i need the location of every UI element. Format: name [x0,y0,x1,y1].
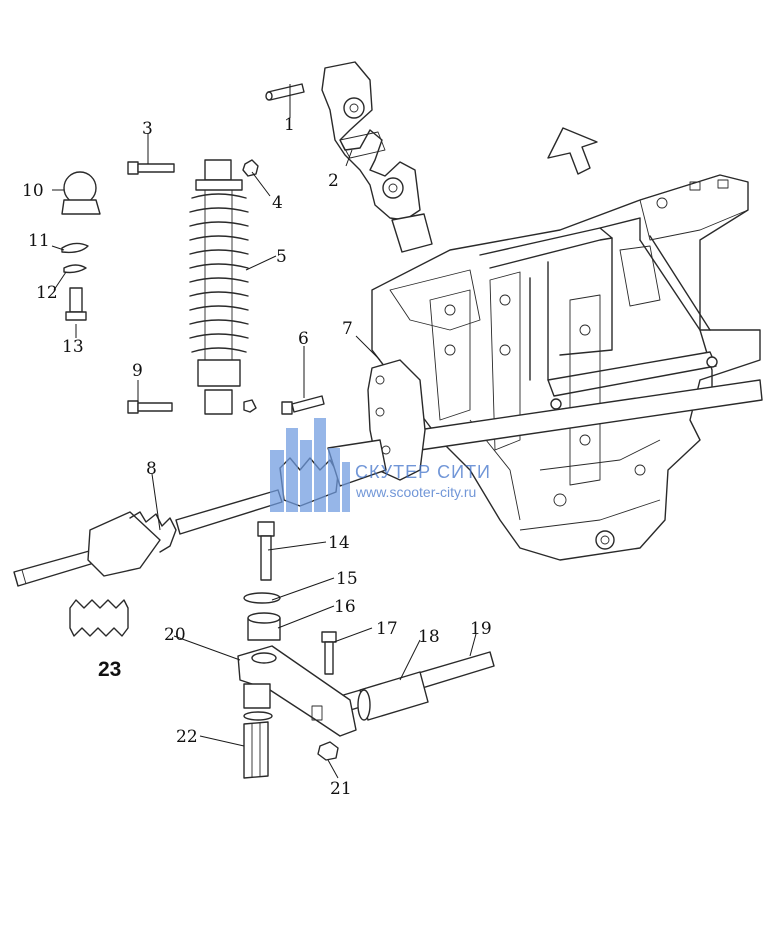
part-18-bushing [357,671,429,721]
callout-6: 6 [298,329,309,349]
callout-19: 19 [470,619,492,639]
callout-17: 17 [376,619,398,639]
callout-15: 15 [336,569,358,589]
part-14-bolt [257,521,275,581]
callout-21: 21 [330,779,352,799]
part-22-spline-shaft [243,721,269,779]
part-5-shock-absorber [189,159,249,415]
vehicle-frame [371,174,763,561]
callout-1: 1 [284,115,295,135]
callout-7: 7 [342,319,353,339]
watermark-skyline-logo [270,418,350,512]
callout-11: 11 [28,231,50,251]
part-23-boot-kit [69,599,129,637]
callout-23: 23 [98,658,121,681]
leader-lines [51,84,477,779]
front-direction-arrow [547,127,598,175]
callout-22: 22 [176,727,198,747]
callout-12: 12 [36,283,58,303]
part-20-lever-arm [237,645,357,737]
callout-2: 2 [328,171,339,191]
watermark: СКУТЕР СИТИ www.scooter-city.ru [270,418,491,512]
part-6-bolt [281,395,325,415]
part-17-bolt [321,631,337,675]
part-12-washer [63,264,87,274]
part-9-bolt [127,399,257,414]
part-1-pin [265,83,305,101]
callout-8: 8 [146,459,157,479]
watermark-url: www.scooter-city.ru [355,484,476,500]
part-13-bolt [65,287,87,321]
callout-16: 16 [334,597,356,617]
callout-3: 3 [142,119,153,139]
callout-10: 10 [22,181,44,201]
callout-labels: 1 2 3 4 5 6 7 8 9 10 11 12 13 14 15 16 1… [22,115,492,799]
callout-5: 5 [276,247,287,267]
callout-20: 20 [164,625,186,645]
callout-4: 4 [272,193,283,213]
part-15-washer [243,592,281,604]
callout-18: 18 [418,627,440,647]
part-11-washer [61,242,89,254]
part-3-bolt [127,161,175,175]
part-2-universal-joint [321,61,433,253]
part-16-bushing [247,612,281,641]
part-10-ball-joint [61,171,101,215]
callout-14: 14 [328,533,350,553]
watermark-title: СКУТЕР СИТИ [355,462,491,482]
part-4-nut [242,159,259,177]
callout-13: 13 [62,337,84,357]
part-21-nut [317,741,339,761]
callout-9: 9 [132,361,143,381]
